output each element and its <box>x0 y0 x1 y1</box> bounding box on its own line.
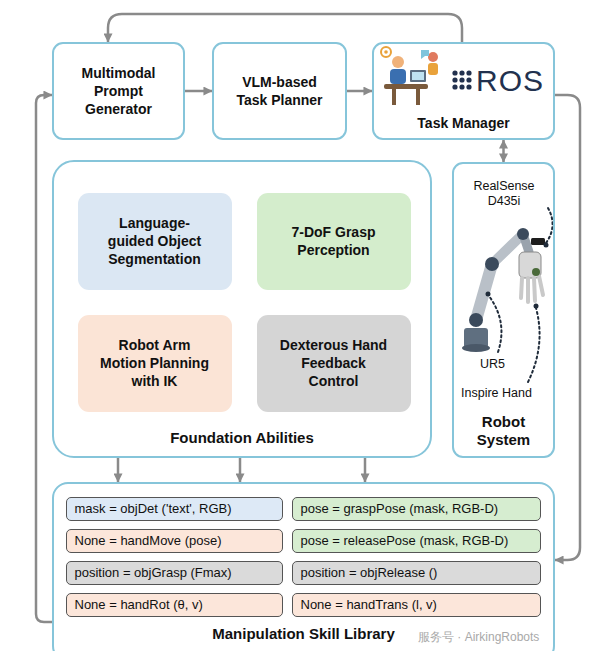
ros-logo-dots <box>452 70 471 89</box>
skill-item: None = handTrans (l, v) <box>292 593 541 617</box>
box-title: Foundation Abilities <box>54 429 430 448</box>
ability-box: Robot Arm Motion Planning with IK <box>78 315 232 412</box>
skill-item: position = objGrasp (Fmax) <box>66 561 283 585</box>
connector-arrow <box>502 140 505 162</box>
box-text: pose = graspPose (mask, RGB-D) <box>301 501 499 516</box>
connector-arrow <box>117 458 120 482</box>
skill-item: mask = objDet ('text', RGB) <box>66 497 283 521</box>
skill-item: pose = graspPose (mask, RGB-D) <box>292 497 541 521</box>
task-manager-icon <box>381 47 438 105</box>
part-label: UR5 <box>480 357 505 372</box>
connector-arrow <box>555 95 580 560</box>
connector-arrow <box>185 90 212 93</box>
leader-lines <box>486 208 553 382</box>
box-text: position = objGrasp (Fmax) <box>75 565 232 580</box>
box-title: Robot System <box>469 413 539 451</box>
box-text: None = handTrans (l, v) <box>301 597 437 612</box>
box-text: None = handRot (θ, v) <box>75 597 203 612</box>
connector-arrow <box>239 458 242 482</box>
box-text: pose = releasePose (mask, RGB-D) <box>301 533 509 548</box>
process-box: Multimodal Prompt Generator <box>52 42 185 140</box>
connector-arrow <box>108 14 462 42</box>
box-text: mask = objDet ('text', RGB) <box>75 501 232 516</box>
box-text: Multimodal Prompt Generator <box>73 64 165 119</box>
ability-box: Language-guided Object Segmentation <box>78 193 232 290</box>
watermark: 服务号 · AirkingRobots <box>418 630 539 644</box>
group-region: Manipulation Skill Librarymask = objDet … <box>52 482 555 651</box>
connector-arrow <box>364 458 367 482</box>
connector-arrow <box>347 90 372 93</box>
part-label: Inspire Hand <box>461 386 532 401</box>
robot-arm-figure <box>462 228 545 352</box>
box-title: Task Manager <box>374 115 553 133</box>
process-box: VLM-based Task Planner <box>212 42 347 140</box>
box-text: position = objRelease () <box>301 565 438 580</box>
skill-item: None = handMove (pose) <box>66 529 283 553</box>
box-text: Language-guided Object Segmentation <box>100 214 210 269</box>
box-text: 7-DoF Grasp Perception <box>279 223 389 259</box>
box-text: Dexterous Hand Feedback Control <box>277 336 390 391</box>
connector-arrow <box>36 95 52 622</box>
logo-text: ROS <box>476 63 544 99</box>
skill-item: None = handRot (θ, v) <box>66 593 283 617</box>
skill-item: position = objRelease () <box>292 561 541 585</box>
box-text: None = handMove (pose) <box>75 533 222 548</box>
part-label: RealSense D435i <box>462 179 546 209</box>
box-text: Robot Arm Motion Planning with IK <box>96 336 214 391</box>
box-text: VLM-based Task Planner <box>230 73 330 109</box>
skill-item: pose = releasePose (mask, RGB-D) <box>292 529 541 553</box>
ability-box: Dexterous Hand Feedback Control <box>257 315 411 412</box>
ability-box: 7-DoF Grasp Perception <box>257 193 411 290</box>
group-region: Foundation Abilities Language-guided Obje… <box>52 160 432 458</box>
